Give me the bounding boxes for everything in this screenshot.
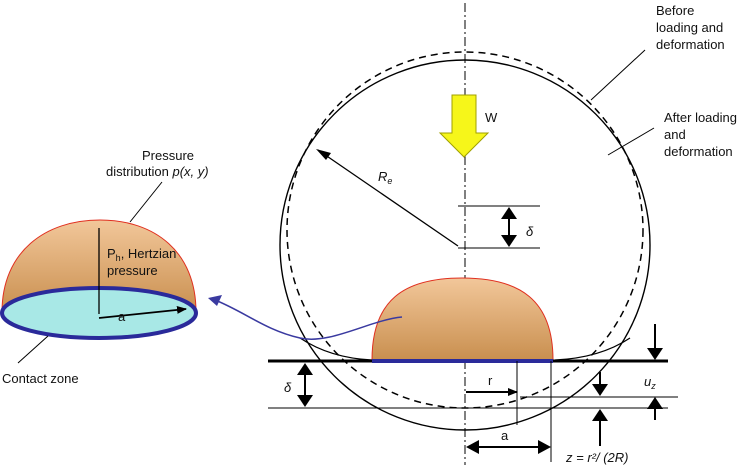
radius-line — [317, 149, 459, 247]
pressure-dome-right — [371, 277, 554, 361]
before-label-line2: loading and — [656, 20, 723, 35]
a-dim-label: a — [501, 428, 509, 443]
a-radius-arrow — [98, 305, 187, 319]
uz-top-arrowhead — [647, 348, 663, 360]
before-label-line3: deformation — [656, 37, 725, 52]
pressure-dist-callout — [129, 181, 163, 223]
uz-label: uz — [644, 374, 656, 391]
delta-arrowhead-up — [501, 207, 517, 219]
before-callout-line — [590, 49, 646, 101]
pointer-arrowhead — [208, 295, 222, 306]
delta-arrowhead-down — [501, 235, 517, 247]
radius-arrowhead — [316, 149, 331, 160]
deformed-neck-left — [299, 337, 373, 361]
uz-bottom-arrowhead — [647, 397, 663, 409]
before-label-line1: Before — [656, 3, 694, 18]
hertz-label-line2: pressure — [107, 263, 158, 278]
delta-lower-arrowhead-down — [297, 395, 313, 407]
load-arrow — [438, 94, 490, 158]
r-label: r — [488, 373, 493, 388]
a-dim-arrow-right — [538, 440, 551, 454]
deformed-neck-right — [554, 337, 631, 361]
a-dim-arrow-left — [466, 440, 479, 454]
z-top-arrowhead — [592, 384, 608, 396]
load-label: W — [485, 110, 498, 125]
pressure-dist-line1: Pressure — [142, 148, 194, 163]
hertz-label-line1: Ph, Hertzian — [107, 246, 176, 263]
radius-label: Re — [378, 169, 392, 186]
after-label-line3: deformation — [664, 144, 733, 159]
pointer-curve — [214, 299, 403, 340]
after-callout-line — [607, 127, 655, 156]
sphere-after-loading — [279, 59, 651, 431]
after-label-line1: After loading — [664, 110, 737, 125]
contact-zone-label: Contact zone — [2, 371, 79, 386]
z-formula: z = r²/ (2R) — [565, 450, 628, 465]
delta-lower-arrowhead-up — [297, 363, 313, 375]
a-radius-label: a — [118, 309, 126, 324]
z-bottom-arrowhead — [592, 409, 608, 421]
pressure-dist-line2: distribution p(x, y) — [106, 164, 209, 179]
after-label-line2: and — [664, 127, 686, 142]
delta-label-lower: δ — [284, 380, 292, 395]
contact-zone-callout — [17, 335, 49, 364]
delta-label-upper: δ — [526, 224, 534, 239]
